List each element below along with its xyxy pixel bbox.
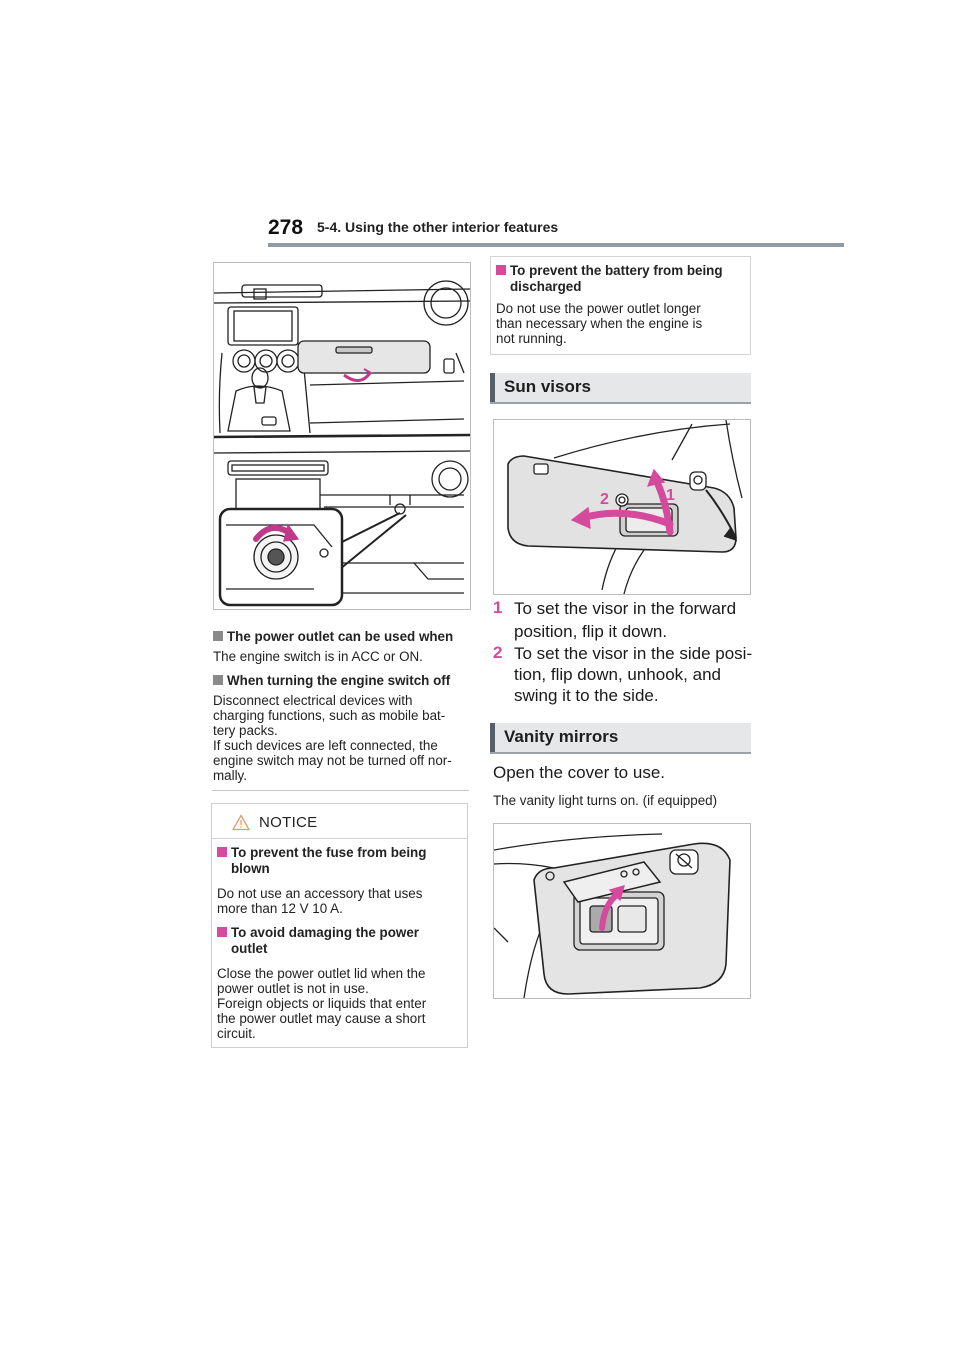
- vanity-light-note: The vanity light turns on. (if equipped): [493, 793, 718, 808]
- warning-triangle-icon: [232, 814, 250, 831]
- power-outlet-illustration: [213, 262, 471, 610]
- bullet-square-icon: [213, 631, 223, 641]
- notice-header: NOTICE: [212, 804, 467, 839]
- bullet-square-icon: [217, 927, 227, 937]
- vanity-mirror-illustration: [493, 823, 751, 999]
- outlet-damage-body: Close the power outlet lid when the powe…: [217, 966, 427, 1041]
- fuse-warning-body: Do not use an accessory that uses more t…: [217, 886, 423, 916]
- step-2-text: To set the visor in the side posi- tion,…: [514, 644, 753, 705]
- section-separator: [212, 790, 469, 791]
- header-rule: [268, 243, 844, 247]
- outlet-damage-title: To avoid damaging the power outlet: [217, 925, 419, 957]
- outlet-usable-title: The power outlet can be used when: [213, 629, 453, 645]
- vanity-instruction: Open the cover to use.: [493, 763, 665, 782]
- battery-notice-title: To prevent the battery from being discha…: [496, 263, 723, 295]
- callout-2: 2: [600, 491, 609, 508]
- sun-visor-illustration: 2 1: [493, 419, 751, 595]
- notice-label: NOTICE: [259, 814, 318, 831]
- step-1-number: 1: [493, 598, 503, 617]
- notice-box: NOTICE To prevent the fuse from being bl…: [211, 803, 468, 1048]
- outlet-usable-body: The engine switch is in ACC or ON.: [213, 649, 423, 664]
- callout-1: 1: [666, 487, 675, 504]
- step-1-text: To set the visor in the forward position…: [514, 599, 737, 641]
- bullet-square-icon: [496, 265, 506, 275]
- engine-off-title: When turning the engine switch off: [213, 673, 450, 689]
- fuse-warning-title: To prevent the fuse from being blown: [217, 845, 426, 877]
- battery-notice-body: Do not use the power outlet longer than …: [496, 301, 703, 346]
- page-number: 278: [268, 216, 304, 239]
- step-2-number: 2: [493, 643, 503, 662]
- bullet-square-icon: [213, 675, 223, 685]
- battery-notice-box: To prevent the battery from being discha…: [490, 256, 751, 355]
- sun-visors-heading: Sun visors: [490, 373, 751, 404]
- running-header: 5-4. Using the other interior features: [317, 219, 559, 235]
- bullet-square-icon: [217, 847, 227, 857]
- engine-off-body: Disconnect electrical devices with charg…: [213, 693, 452, 783]
- vanity-mirrors-heading: Vanity mirrors: [490, 723, 751, 754]
